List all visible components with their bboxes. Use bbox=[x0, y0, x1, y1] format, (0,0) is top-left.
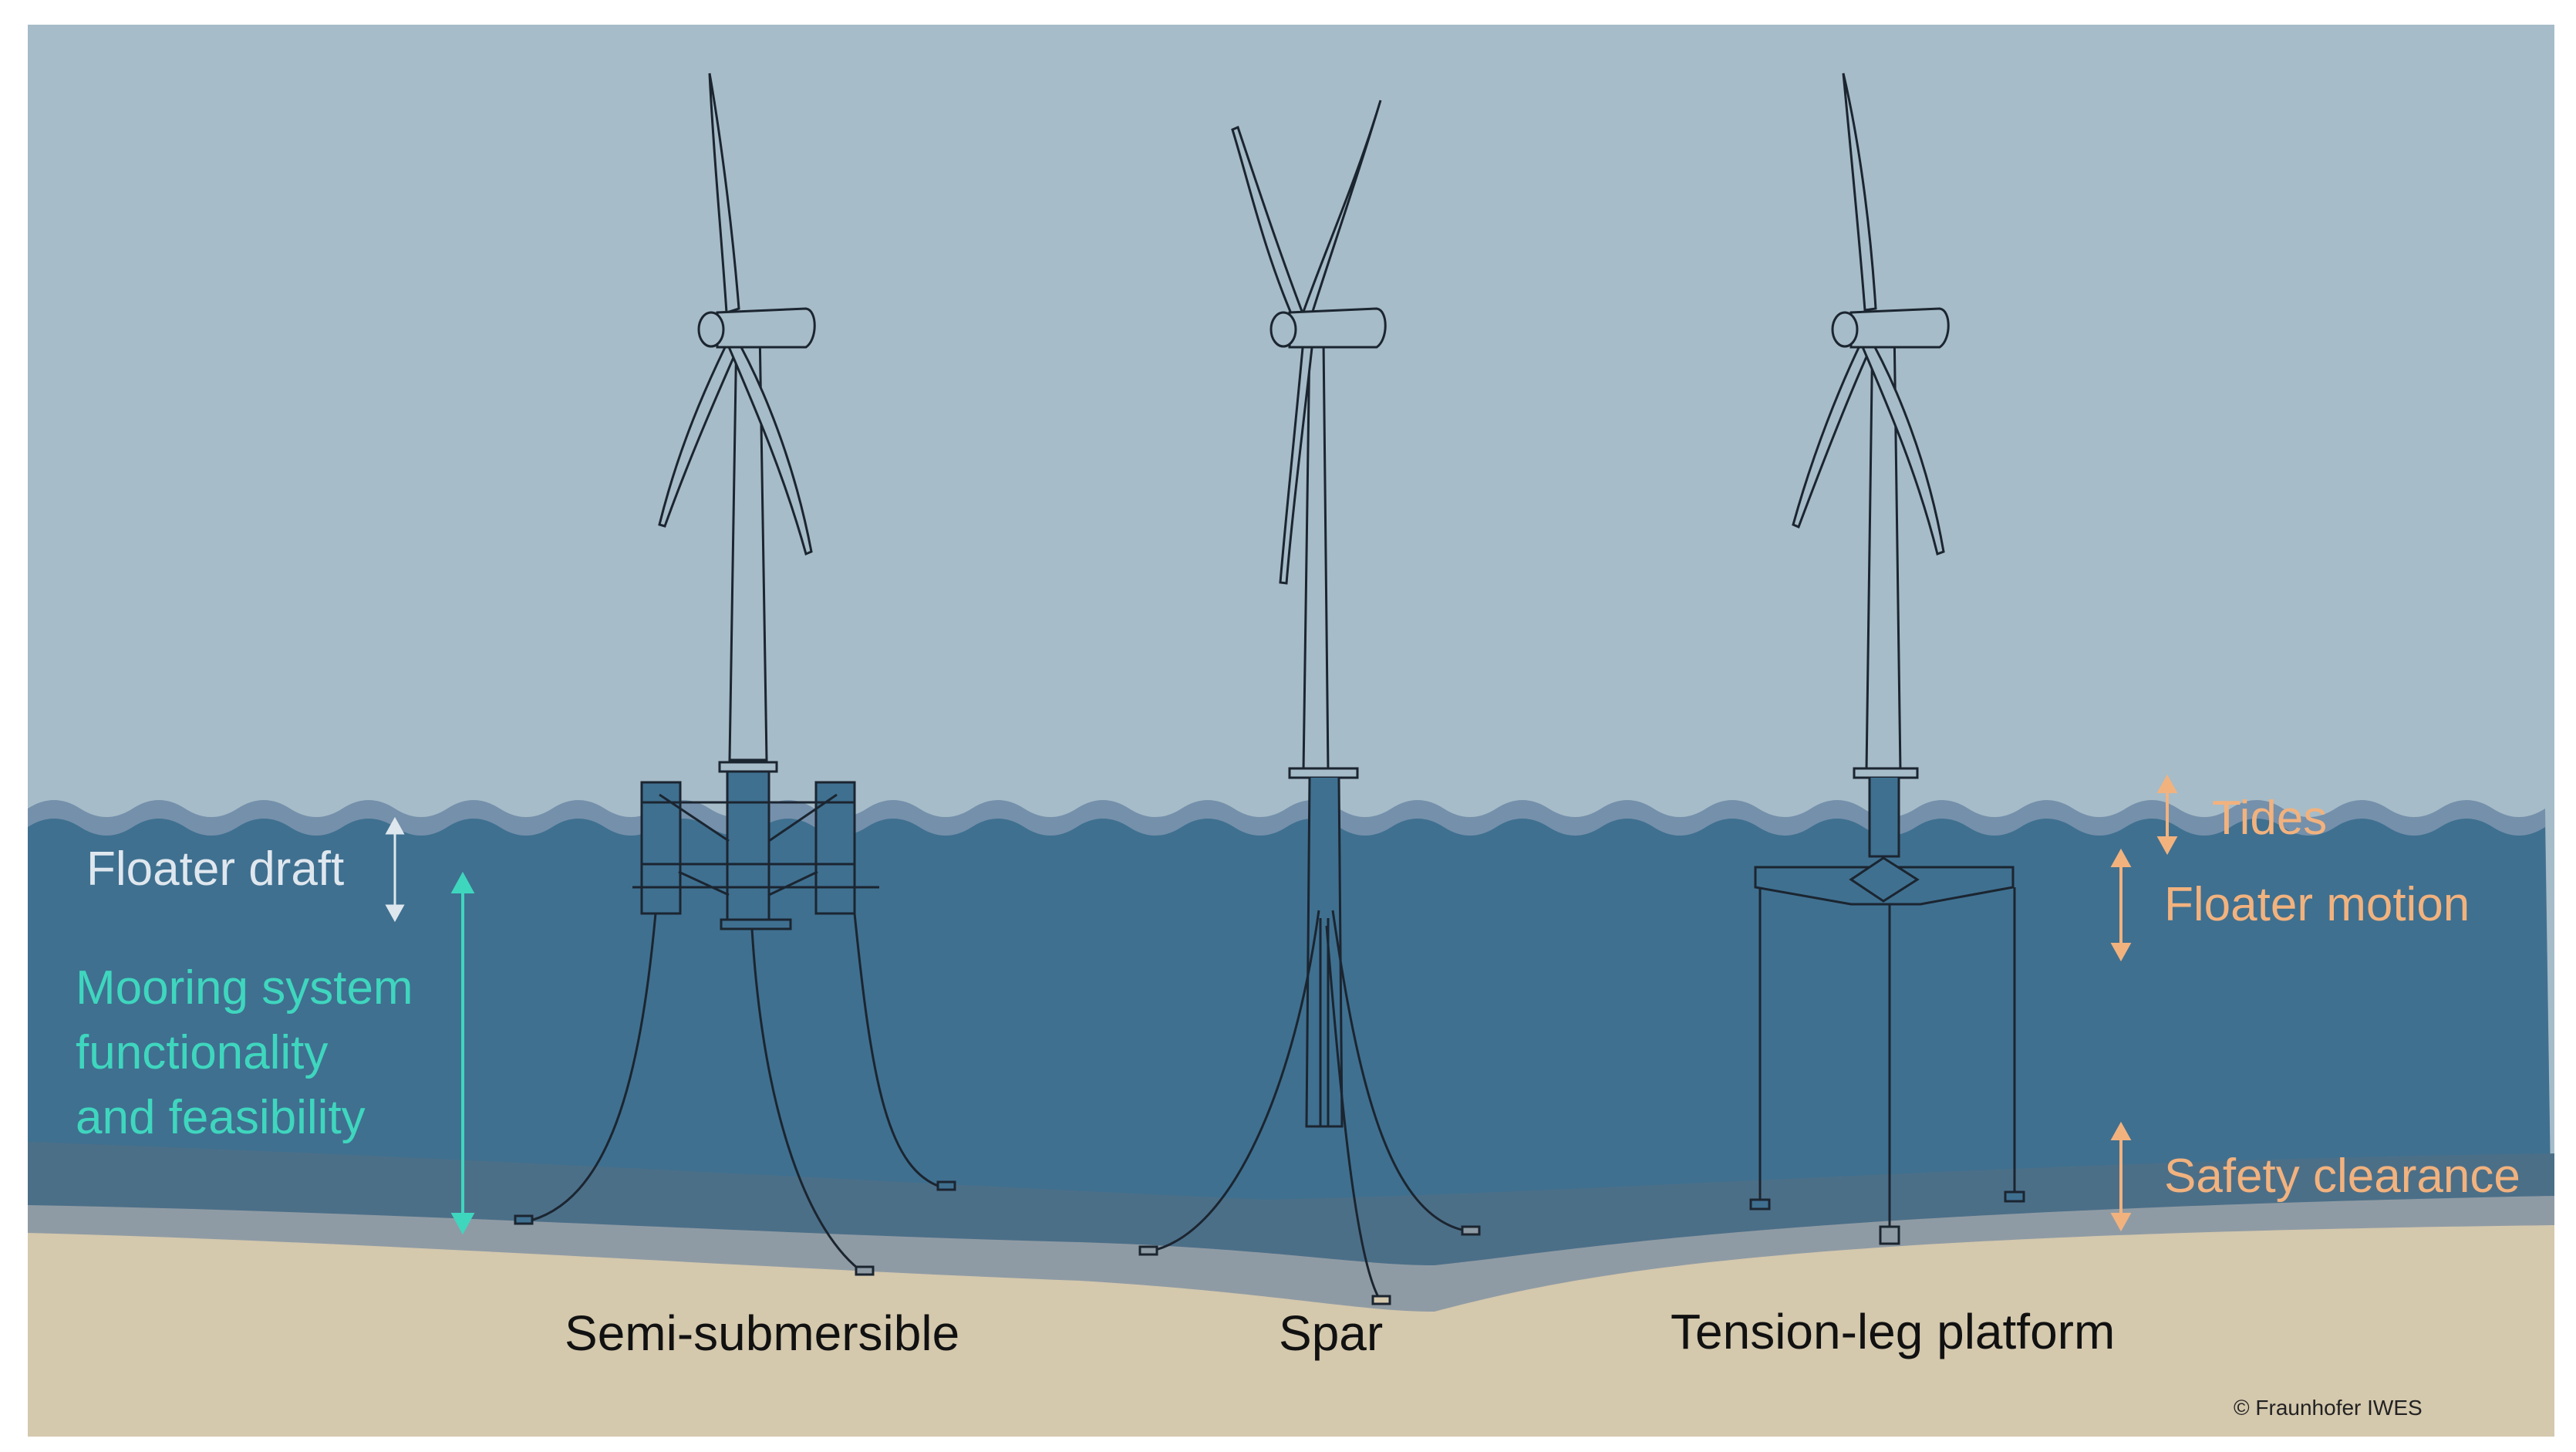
safety-clearance-label: Safety clearance bbox=[2164, 1150, 2520, 1203]
double-arrow-icon bbox=[2156, 774, 2178, 856]
spar-label: Spar bbox=[1279, 1305, 1384, 1361]
double-arrow-icon bbox=[450, 871, 475, 1235]
floater-motion-label: Floater motion bbox=[2164, 878, 2470, 931]
tides-arrow bbox=[2156, 774, 2178, 856]
double-arrow-icon bbox=[385, 816, 405, 923]
tension-leg-platform-turbine bbox=[1749, 73, 2025, 1245]
mooring-system-label-line1: Mooring system bbox=[76, 961, 413, 1015]
semi-submersible-turbine bbox=[514, 73, 956, 1276]
scene-background bbox=[28, 25, 2554, 1437]
floater-draft-label: Floater draft bbox=[86, 842, 345, 896]
wind-turbine-icon bbox=[1792, 73, 1950, 555]
tides-label: Tides bbox=[2212, 792, 2328, 845]
safety-clearance-arrow bbox=[2110, 1121, 2132, 1232]
wind-turbine-icon bbox=[658, 73, 816, 556]
wind-turbine-icon bbox=[1231, 100, 1387, 585]
mooring-system-arrow bbox=[450, 871, 475, 1235]
mooring-system-label-line3: and feasibility bbox=[76, 1091, 366, 1144]
copyright-credit: © Fraunhofer IWES bbox=[2234, 1396, 2423, 1420]
double-arrow-icon bbox=[2110, 848, 2132, 962]
tension-leg-platform-label: Tension-leg platform bbox=[1671, 1304, 2116, 1359]
floater-motion-arrow bbox=[2110, 848, 2132, 962]
semi-submersible-label: Semi-submersible bbox=[565, 1305, 960, 1361]
floater-draft-arrow bbox=[385, 816, 405, 923]
mooring-system-label-line2: functionality bbox=[76, 1026, 329, 1079]
spar-turbine bbox=[1138, 100, 1481, 1305]
double-arrow-icon bbox=[2110, 1121, 2132, 1232]
